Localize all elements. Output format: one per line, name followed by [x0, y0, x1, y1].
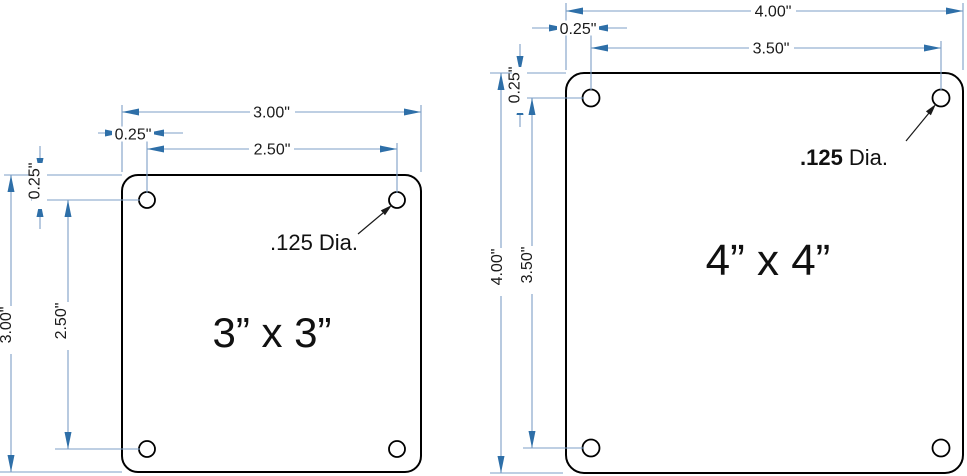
plate-4x4-size-label: 4” x 4” — [706, 236, 831, 285]
dim-text-backing — [494, 248, 510, 296]
plate-4x4-hole-top-right — [931, 88, 951, 108]
plate-3x3-hole-inset-h-dim-text: 0.25" — [115, 127, 152, 144]
plate-4x4-hole-top-left — [581, 88, 601, 108]
plate-3x3-hole-spacing-v-dim-text: 2.50" — [53, 303, 70, 340]
dim-text-backing — [557, 20, 599, 36]
hole-callout-label: Dia. — [849, 145, 888, 170]
plate-3x3-width-dim-text: 3.00" — [253, 105, 290, 122]
plate-4x4-hole-inset-h-dim-text: 0.25" — [560, 21, 597, 38]
hole-callout-value: .125 — [800, 145, 843, 170]
plate-3x3-hole-inset-v-dim-text: 0.25" — [27, 163, 44, 200]
plate-4x4-height-extension-lines — [490, 72, 566, 474]
dim-text-backing — [3, 306, 19, 354]
plate-4x4-hole-spacing-v-dim-text: 3.50" — [519, 247, 536, 284]
plate-3x3-hole-spacing-h-dim-text: 2.50" — [254, 142, 291, 159]
plate-3x3-hole-spacing-v-extension-lines — [31, 199, 140, 450]
hole-callout-label: Dia. — [319, 230, 358, 255]
plate-3x3-hole-bottom-right — [388, 440, 406, 458]
dim-text-backing — [749, 40, 794, 56]
plate-4x4-hole-spacing-h-dim-text: 3.50" — [753, 41, 790, 58]
plate-3x3-outline — [121, 174, 422, 473]
dim-text-backing — [32, 163, 47, 209]
plate-4x4-hole-callout-leader-line — [905, 112, 930, 142]
dim-text-backing — [112, 126, 154, 142]
dim-text-backing — [524, 246, 540, 294]
plate-3x3-hole-callout-leader-arrowhead — [380, 205, 392, 216]
plate-4x4-width-dim-text: 4.00" — [755, 4, 792, 21]
plate-4x4-group: 4.00" 0.25" 3.50" 4.00" 0.25" 3.50" .125… — [489, 3, 964, 474]
plate-4x4-hole-callout-leader-arrowhead — [925, 104, 936, 116]
plate-4x4-width-extension-lines — [565, 3, 964, 70]
plate-4x4-hole-bottom-right — [931, 438, 951, 458]
plate-4x4-outline — [565, 72, 964, 474]
plate-3x3-size-label: 3” x 3” — [212, 309, 331, 356]
plate-3x3-group: 3.00" 0.25" 2.50" 3.00" 0.25" 2.50" .125… — [0, 104, 422, 473]
plate-3x3-hole-top-left — [138, 191, 156, 209]
plate-3x3-height-extension-lines — [0, 174, 122, 473]
dim-text-backing — [58, 302, 74, 350]
plate-3x3-height-dim-text: 3.00" — [0, 307, 15, 344]
plate-4x4-hole-bottom-left — [581, 438, 601, 458]
plate-4x4-height-dim-text: 4.00" — [489, 249, 506, 286]
plate-3x3-hole-callout-leader-line — [357, 212, 384, 235]
dim-text-backing — [249, 141, 294, 157]
plate-3x3-hole-bottom-left — [138, 440, 156, 458]
hole-callout-value: .125 — [270, 230, 313, 255]
plate-4x4-hole-inset-v-dim-text: 0.25" — [507, 67, 524, 104]
dim-text-backing — [751, 3, 796, 19]
dim-text-backing — [250, 104, 295, 120]
dim-text-backing — [512, 67, 527, 113]
